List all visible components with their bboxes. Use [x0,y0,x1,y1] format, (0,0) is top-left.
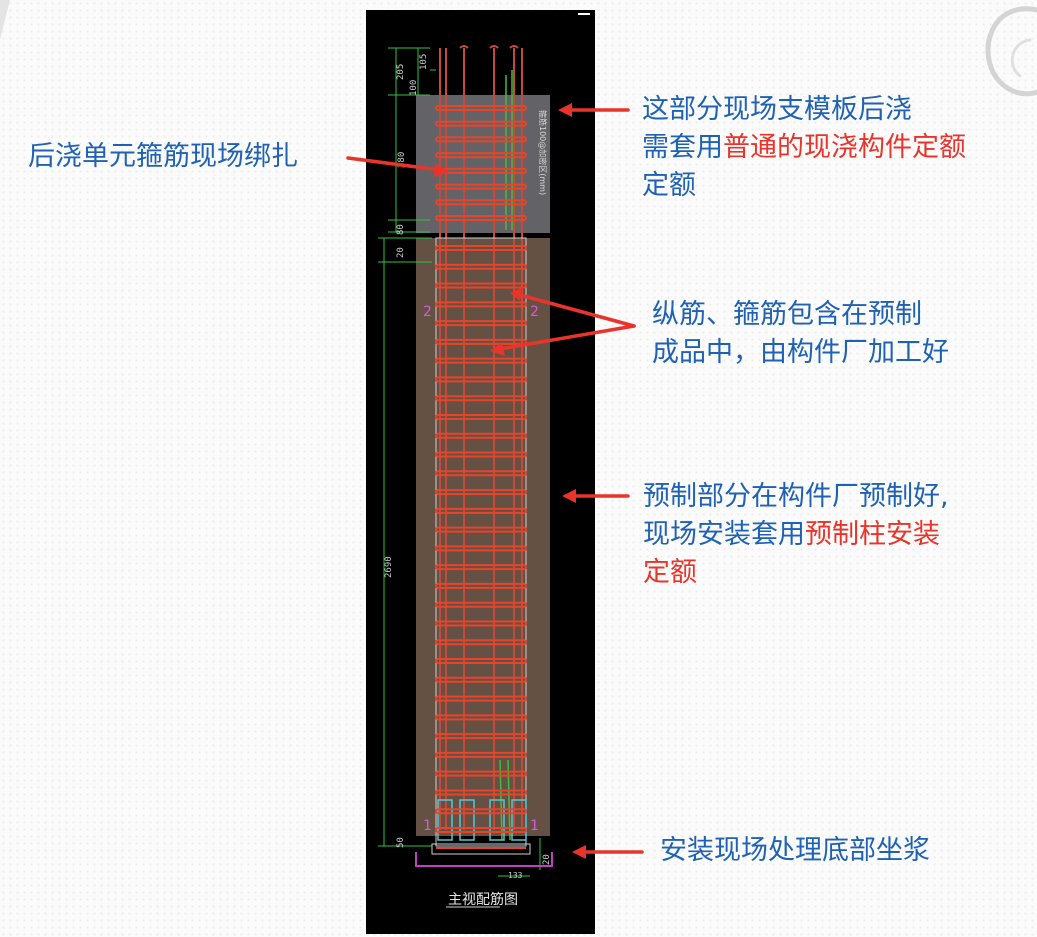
stirrup [435,105,527,111]
note-text: 需套用 [642,132,723,163]
stirrup [435,338,527,345]
postcast-region [416,95,550,233]
arrow-icon [562,489,630,503]
stirrup [435,507,527,514]
note-precast: 预制部分在构件厂预制好, 现场安装套用预制柱安装 定额 [643,478,949,592]
stirrup [435,245,527,251]
note-highlight: 普通的现浇构件定额 [723,132,966,163]
stirrup [435,620,527,627]
note-text: 现场安装套用 [643,519,805,550]
stirrup [435,789,527,796]
section-mark: 2 [423,304,432,320]
arrow-icon [510,287,636,328]
stirrup [435,470,527,477]
stirrup [435,714,527,721]
note-line: 纵筋、箍筋包含在预制 [652,299,922,330]
arrow-icon [572,845,644,859]
note-line: 定额 [643,557,697,588]
stirrup [435,601,527,608]
note-postcast-tie: 后浇单元箍筋现场绑扎 [28,138,298,176]
stirrup [435,120,527,127]
stirrup [435,695,527,702]
stirrup [435,282,527,289]
stirrup [435,451,527,458]
stirrup [435,639,527,646]
postcast-stirrups [435,105,527,221]
base-grout-detail [415,843,553,867]
stirrup [435,827,527,833]
grout-sleeves [437,799,527,841]
stirrup [435,301,527,308]
stirrup [435,751,527,758]
dimension-label: 2690 [384,556,394,578]
dimension-label: 100 [409,80,419,96]
note-text: 后浇单元箍筋现场绑扎 [28,141,298,172]
stirrup [435,152,527,159]
note-text: 安装现场处理底部坐浆 [660,835,930,866]
dimension-label: 50 [396,837,406,848]
dimension-label: 133 [508,871,523,880]
arrow-icon [346,156,450,177]
dimension-label: 20 [542,854,552,865]
note-line: 这部分现场支模板后浇 [642,94,912,125]
stirrup [435,582,527,589]
stirrup [435,489,527,496]
note-line: 现场安装套用预制柱安装 [643,516,949,554]
section-mark: 2 [530,304,539,320]
section-mark: 1 [423,818,432,834]
stirrup [435,320,527,327]
dimension-label: 80 [396,224,406,235]
decorative-swirl-icon [0,0,1037,97]
stirrup [435,215,527,221]
dimension-label: 205 [396,64,406,80]
stirrups [435,245,527,833]
stirrup [435,432,527,439]
stirrup [435,376,527,383]
longitudinal-bar-hooks [459,45,519,49]
dimension-label: 380 [397,152,407,168]
stirrup [435,199,527,206]
precast-region [416,238,550,836]
dimension-label: 20 [396,247,406,258]
stirrup [435,658,527,665]
stirrup [435,676,527,683]
stirrup [435,770,527,777]
stirrup [435,263,527,270]
stirrup [435,526,527,533]
dimension-lines [378,47,541,877]
note-line: 定额 [642,170,696,201]
section-mark: 1 [530,818,539,834]
note-highlight: 预制柱安装 [805,519,940,550]
note-grout: 安装现场处理底部坐浆 [660,832,930,870]
stirrup [435,733,527,740]
note-formwork: 这部分现场支模板后浇 需套用普通的现浇构件定额 定额 [642,91,966,205]
note-line: 成品中，由构件厂加工好 [652,337,949,368]
stirrup [435,413,527,420]
stirrup [435,395,527,402]
note-line: 需套用普通的现浇构件定额 [642,129,966,167]
note-factory: 纵筋、箍筋包含在预制 成品中，由构件厂加工好 [652,296,949,372]
stirrup [435,564,527,571]
arrow-icon [490,324,636,356]
drawing-caption: 主视配筋图 [448,891,518,908]
stirrup [435,808,527,815]
note-line: 预制部分在构件厂预制好, [643,481,949,512]
stirrup [435,183,527,190]
stirrup [435,545,527,552]
stirrup [435,357,527,364]
vertical-note: 箍筋100@加密区(mm) [538,110,548,195]
arrow-icon [558,103,630,117]
stirrup [435,136,527,143]
column-outline [435,237,527,847]
dimension-label: 105 [419,54,429,70]
